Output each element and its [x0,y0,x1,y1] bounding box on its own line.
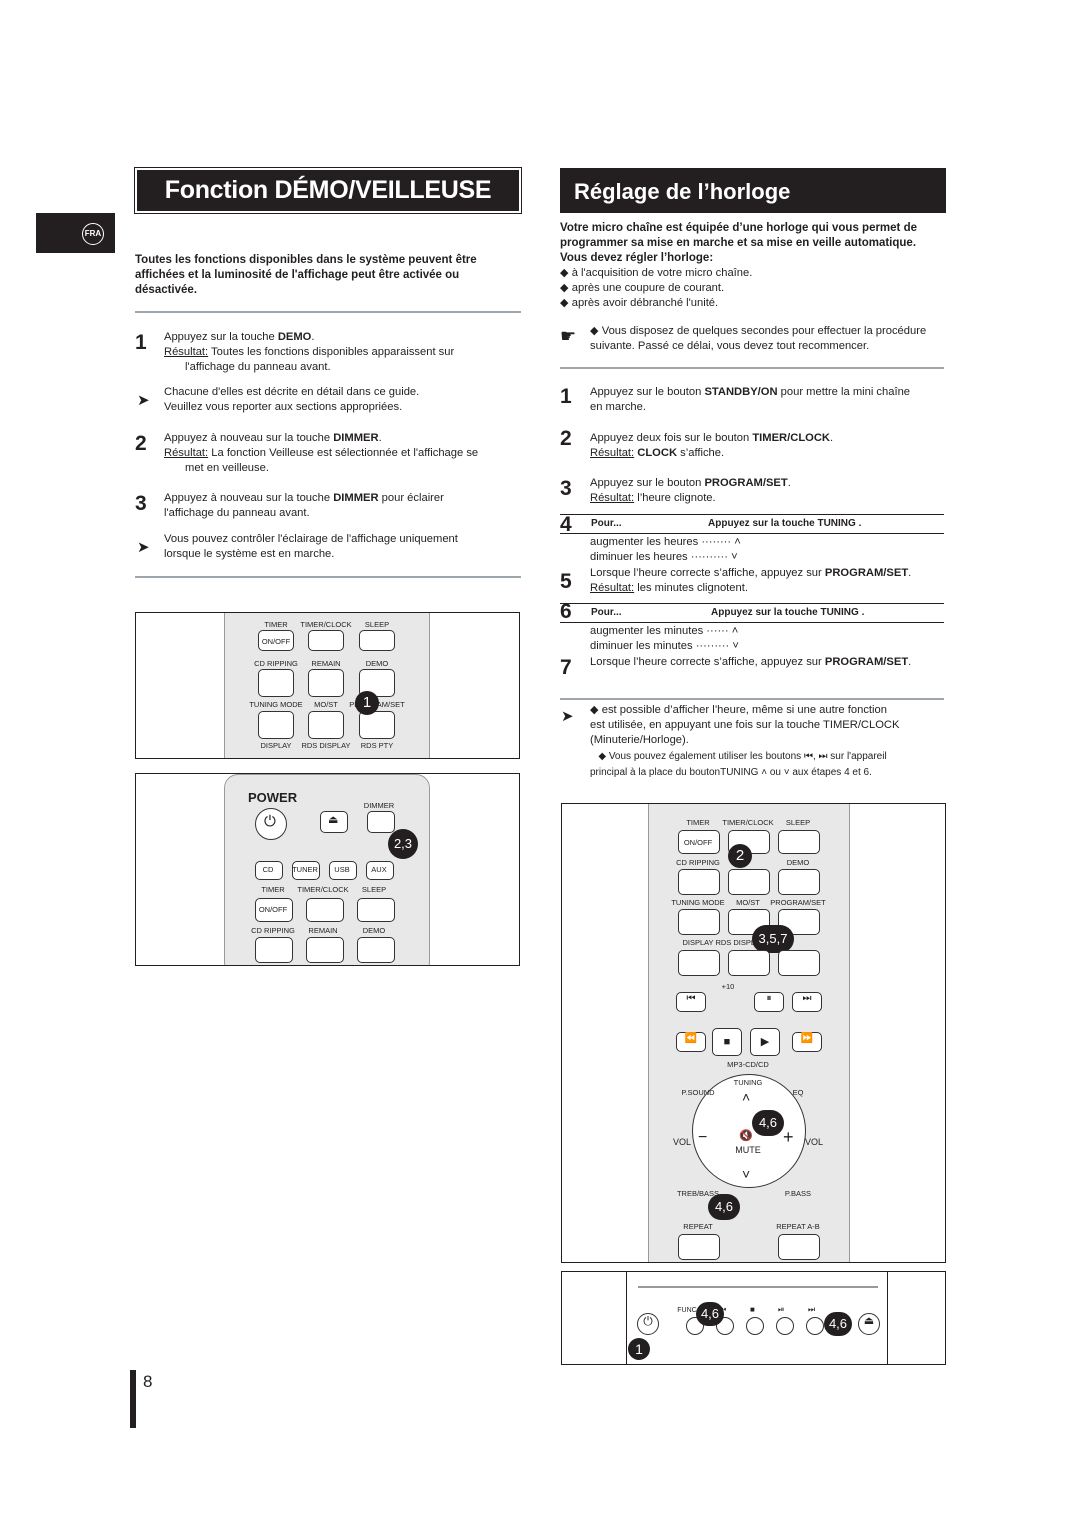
remote-illustration-1: TIMER TIMER/CLOCK SLEEP ON/OFF CD RIPPIN… [135,612,520,759]
play-pause-icon: ⏯ [778,1305,785,1314]
chevron-up-icon: ˄ [742,1089,751,1105]
remote-illustration-3: TIMER TIMER/CLOCK SLEEP ON/OFF CD RIPPIN… [561,803,946,1263]
chevron-down-icon: ˅ [731,551,738,563]
right-step3: Appuyez sur le bouton PROGRAM/SET. Résul… [590,477,791,504]
step-callout: 3,5,7 [752,925,794,953]
divider [560,698,944,700]
language-badge: FRA [82,223,104,245]
step-callout: 2 [728,844,752,868]
mute-icon: 🔇 [739,1130,753,1142]
skip-back-icon: ⏮ [803,751,813,762]
right-tip: ◆ Vous disposez de quelques secondes pou… [590,325,927,352]
step-number: 1 [135,331,147,354]
skip-forward-icon: ⏭ [792,992,822,1012]
right-note: ◆ est possible d’afficher l’heure, même … [590,704,900,746]
right-note2: ◆ Vous pouvez également utiliser les bou… [590,751,887,778]
step-number: 1 [560,385,572,408]
chevron-down-icon: ˅ [732,640,739,652]
step-callout: 4,6 [696,1302,724,1326]
step-number: 2 [560,427,572,450]
pointing-hand-icon: ☛ [560,326,577,346]
minus-icon: − [698,1129,708,1146]
step4-options: augmenter les heures ········ ˄ diminuer… [590,536,741,563]
right-bullets: ◆ à l'acquisition de votre micro chaîne.… [560,267,753,309]
step-callout: 2,3 [388,829,418,859]
left-note2: Vous pouvez contrôler l'éclairage de l'a… [164,533,458,560]
step-number: 4 [560,513,572,536]
left-step2: Appuyez à nouveau sur la touche DIMMER. … [164,432,479,474]
divider [560,367,944,369]
right-step2: Appuyez deux fois sur le bouton TIMER/CL… [590,432,834,459]
eject-icon: ⏏ [858,1313,880,1335]
rewind-icon: ⏪ [676,1032,706,1052]
right-step7: Lorsque l’heure correcte s’affiche, appu… [590,656,912,668]
step-number: 7 [560,656,572,679]
stop-icon: ■ [712,1028,742,1056]
step6-options: augmenter les minutes ······ ˄ diminuer … [590,625,739,652]
step-number: 3 [135,492,147,515]
note-pen-icon: ➤ [137,392,150,409]
power-icon: ⏻ [637,1313,659,1335]
divider [135,576,521,578]
note-pen-icon: ➤ [561,708,574,725]
note-pen-icon: ➤ [137,539,150,556]
pour-row: Pour... Appuyez sur la touche TUNING . [560,514,944,534]
chevron-up-icon: ˄ [734,536,741,548]
chevron-up-icon: ˄ [731,625,739,637]
step-callout: 4,6 [752,1110,784,1136]
stop-icon: ■ [750,1305,755,1314]
step-number: 2 [135,432,147,455]
right-intro: Votre micro chaîne est équipée d’une hor… [560,222,917,264]
step-callout: 4,6 [824,1312,852,1336]
plus-icon: + [783,1127,794,1147]
step-callout: 1 [628,1338,650,1360]
fast-forward-icon: ⏩ [792,1032,822,1052]
pause-icon: ⏸ [754,992,784,1012]
step-callout: 4,6 [708,1194,740,1220]
right-step5: Lorsque l’heure correcte s’affiche, appu… [590,567,912,594]
step-callout: 1 [355,691,379,715]
eject-icon: ⏏ [328,814,339,826]
pour-row: Pour... Appuyez sur la touche TUNING . [560,603,944,623]
page-number: 8 [143,1372,153,1391]
skip-forward-icon: ⏭ [818,751,828,762]
section-title-clock: Réglage de l’horloge [560,168,946,213]
left-step3: Appuyez à nouveau sur la touche DIMMER p… [164,492,444,519]
step-number: 3 [560,477,572,500]
chevron-down-icon: ˅ [783,767,790,778]
power-icon: ⏻ [264,813,276,830]
section-title-demo: Fonction DÉMO/VEILLEUSE [135,168,521,213]
skip-forward-icon: ⏭ [808,1305,816,1314]
divider [135,311,521,313]
chevron-up-icon: ˄ [761,767,768,778]
skip-back-icon: ⏮ [676,992,706,1012]
tuning-volume-dial [692,1074,806,1188]
play-icon: ▶ [750,1028,780,1056]
chevron-down-icon: ˅ [742,1166,751,1182]
left-note1: Chacune d'elles est décrite en détail da… [164,386,420,413]
page-number-bar [130,1370,136,1428]
left-intro: Toutes les fonctions disponibles dans le… [135,254,477,296]
remote-illustration-2: POWER DIMMER ⏻ ⏏ 2,3 CD TUNER USB AUX TI… [135,773,520,966]
step-number: 5 [560,570,572,593]
step-number: 6 [560,600,572,623]
right-step1: Appuyez sur le bouton STANDBY/ON pour me… [590,386,911,413]
front-panel-illustration: ⏻ FUNC ⏮ ■ ⏯ ⏭ ⏏ 4,6 4,6 1 [561,1271,946,1365]
left-step1: Appuyez sur la touche DEMO. Résultat: To… [164,331,455,373]
